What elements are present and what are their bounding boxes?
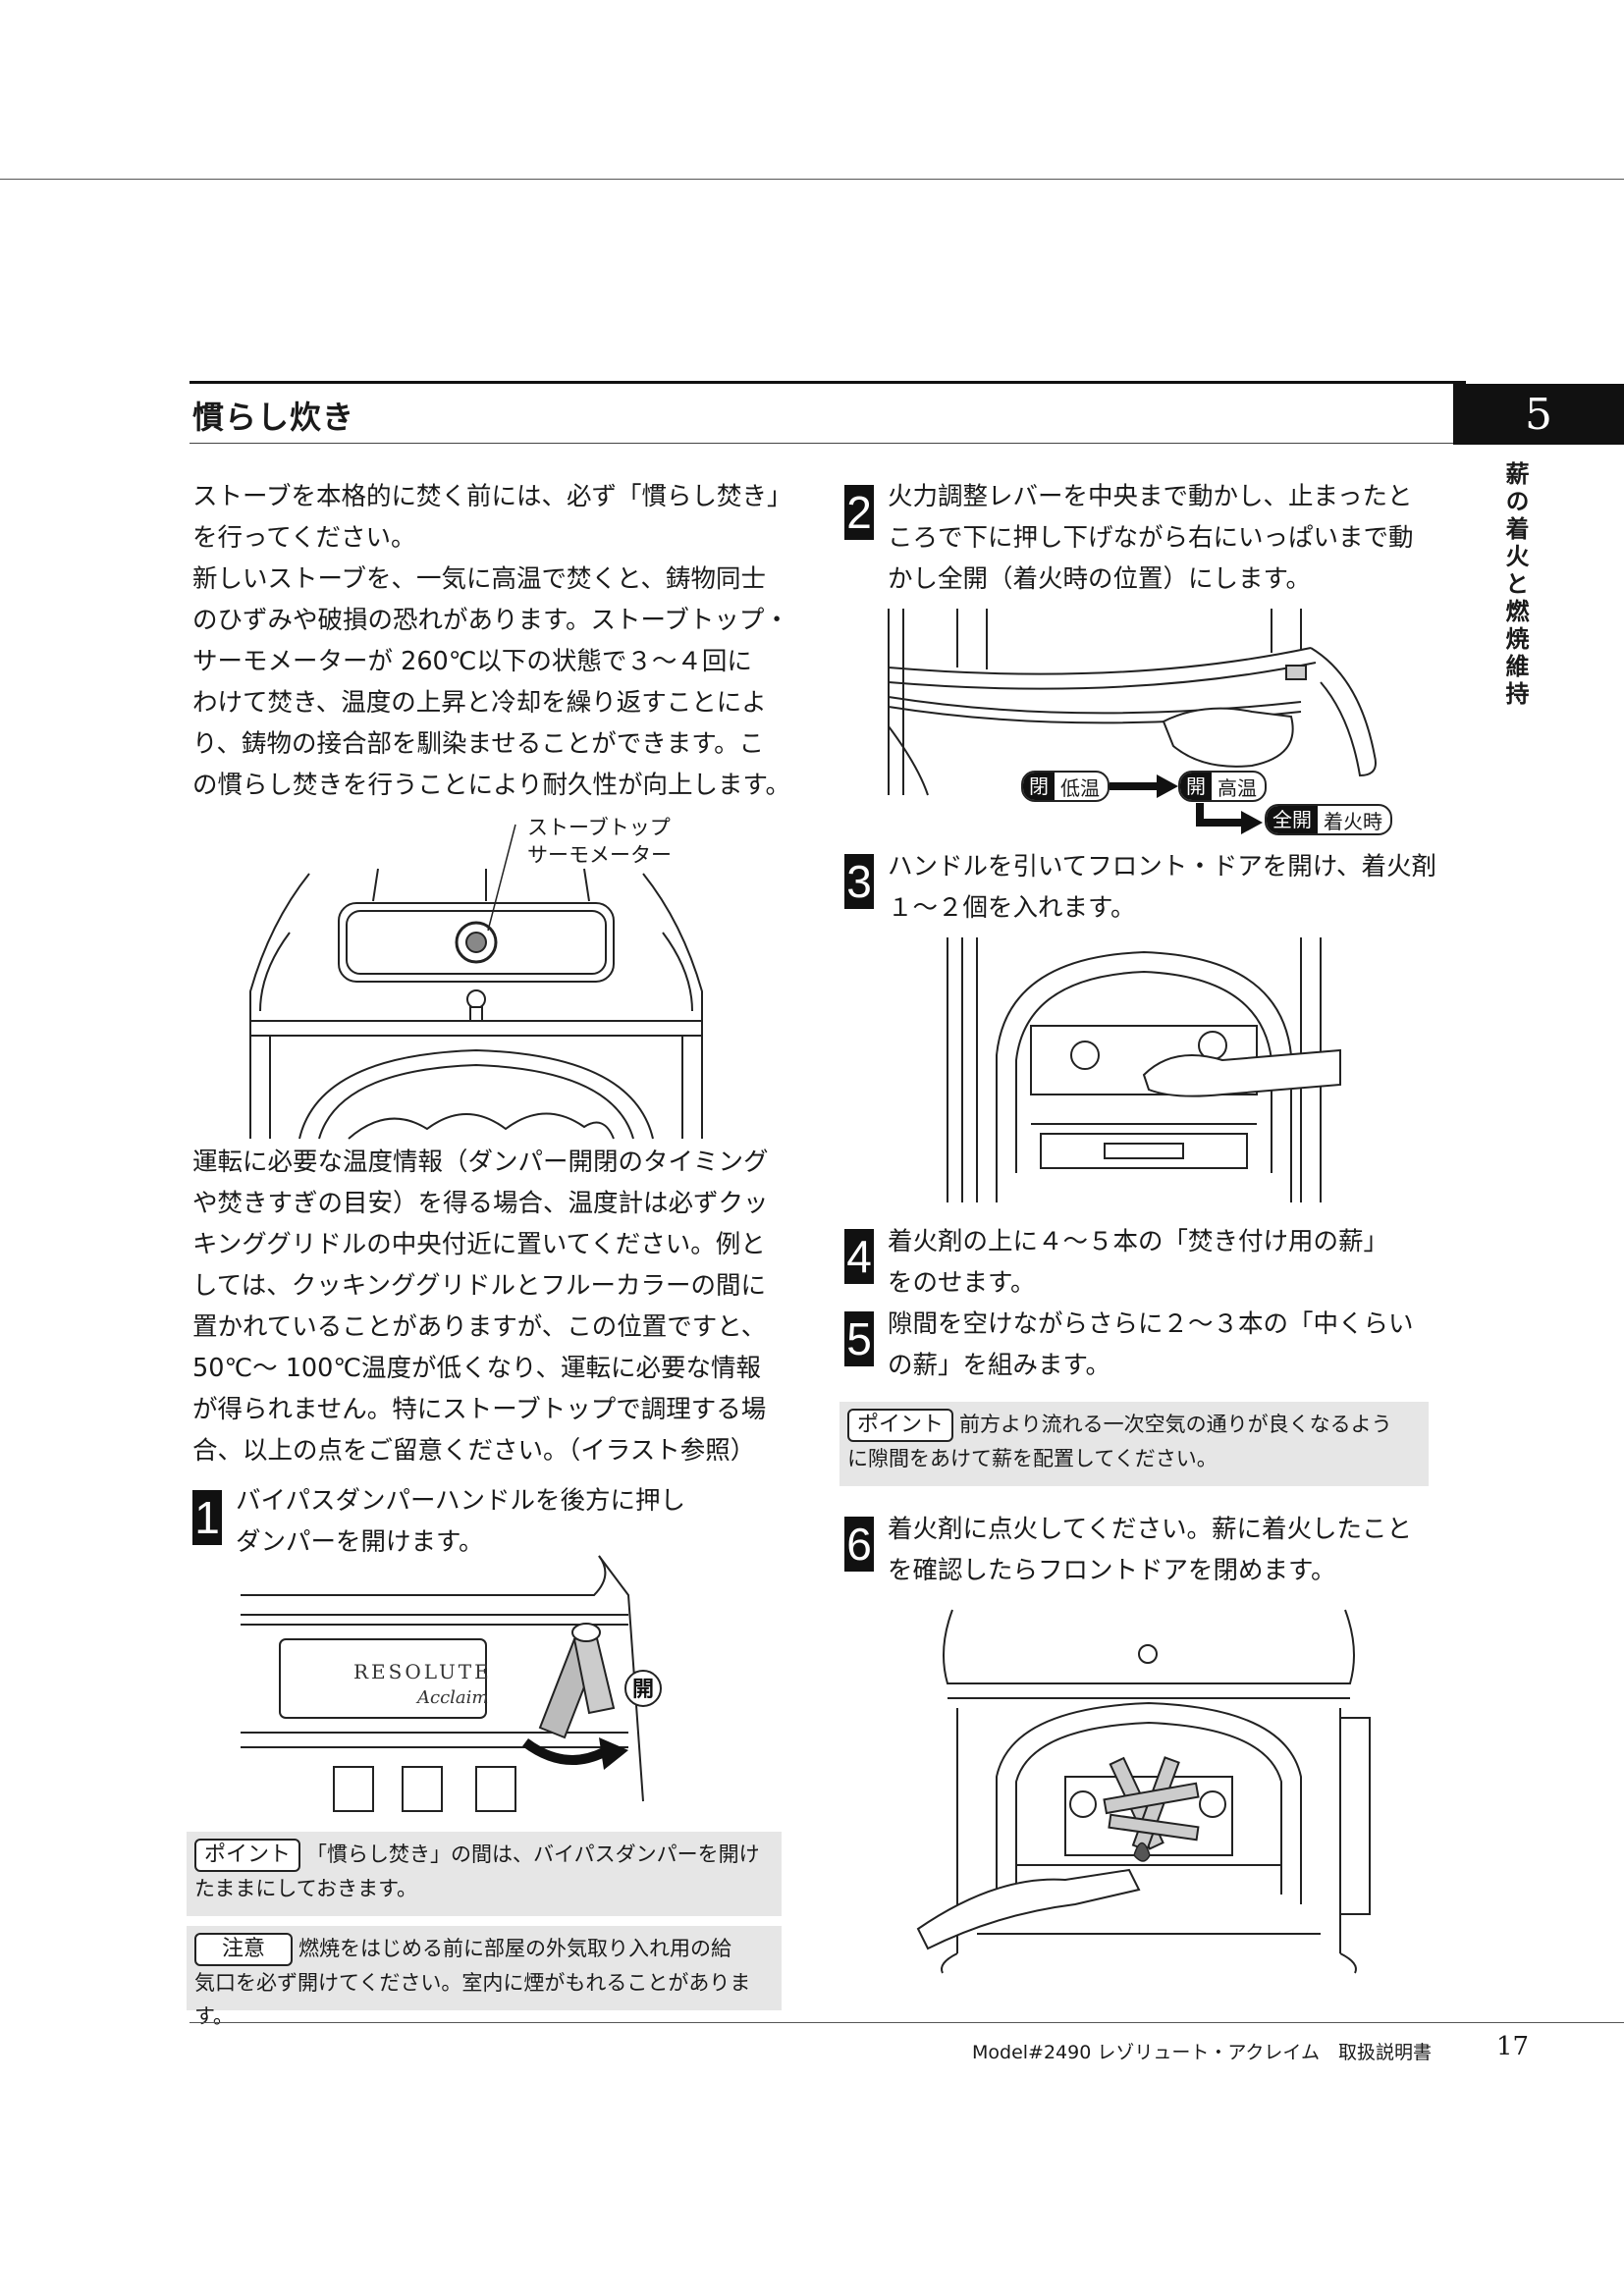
footer-rule	[189, 2022, 1624, 2023]
open-arrow	[522, 1737, 607, 1765]
step-3-text: ハンドルを引いてフロント・ドアを開け、着火剤 １～２個を入れます。	[888, 846, 1436, 929]
caution-tag: 注意	[194, 1933, 294, 1966]
point1-line1: 「慣らし焚き」の間は、バイパスダンパーを開け	[306, 1842, 760, 1866]
brand-acclaim: Acclaim	[415, 1687, 488, 1708]
note-line: 50℃～ 100℃温度が低くなり、運転に必要な情報	[192, 1354, 761, 1383]
step-number-6: 6	[844, 1517, 874, 1572]
intro-line: の慣らし焚きを行うことにより耐久性が向上します。	[192, 771, 790, 800]
damper-handle	[538, 1623, 616, 1739]
intro-line: ストーブを本格的に焚く前には、必ず「慣らし焚き」	[192, 482, 792, 511]
step-2-line: 火力調整レバーを中央まで動かし、止まったと	[888, 482, 1413, 511]
step-number-3: 3	[844, 854, 874, 909]
point1-line2: たままにしておきます。	[194, 1877, 418, 1900]
open-label: 開	[632, 1678, 654, 1702]
hand-icon	[1142, 1048, 1341, 1097]
lever-position-row: 閉低温 開高温	[1021, 771, 1267, 802]
intro-line: を行ってください。	[192, 523, 416, 553]
caution-line1: 燃焼をはじめる前に部屋の外気取り入れ用の給	[298, 1937, 732, 1960]
step-2-text: 火力調整レバーを中央まで動かし、止まったと ころで下に押し下げながら右にいっぱい…	[888, 476, 1414, 600]
lit-stove-illustration	[916, 1609, 1371, 1974]
caution-line2: 気口を必ず開けてください。室内に煙がもれることがあります。	[194, 1971, 751, 2028]
note-line: や焚きすぎの目安）を得る場合、温度計は必ずクッ	[192, 1189, 769, 1218]
lever-knob	[1285, 665, 1307, 680]
point2-line1: 前方より流れる一次空気の通りが良くなるよう	[959, 1413, 1392, 1436]
chapter-number-badge: 5	[1453, 384, 1624, 445]
note-line: が得られません。特にストーブトップで調理する場	[192, 1395, 767, 1424]
step-5-line: の薪」を組みます。	[888, 1351, 1110, 1380]
step-5-text: 隙間を空けながらさらに２～３本の「中くらい の薪」を組みます。	[888, 1304, 1414, 1386]
intro-line: のひずみや破損の恐れがあります。ストーブトップ・	[192, 606, 789, 635]
step-1-text: バイパスダンパーハンドルを後方に押し ダンパーを開けます。	[236, 1480, 685, 1563]
step-3-line: ハンドルを引いてフロント・ドアを開け、着火剤	[888, 852, 1436, 881]
hand-icon	[1162, 707, 1294, 768]
temperature-note-paragraph: 運転に必要な温度情報（ダンパー開閉のタイミング や焚きすぎの目安）を得る場合、温…	[192, 1142, 791, 1471]
point-box-1: ポイント「慣らし焚き」の間は、バイパスダンパーを開け たままにしておきます。	[187, 1832, 782, 1916]
hand-icon	[916, 1868, 1141, 1950]
step-4-line: をのせます。	[888, 1268, 1036, 1298]
step-number-1: 1	[192, 1490, 222, 1545]
intro-line: 新しいストーブを、一気に高温で焚くと、鋳物同士	[192, 564, 766, 594]
note-line: 置かれていることがありますが、この位置ですと、	[192, 1312, 767, 1342]
note-line: 合、以上の点をご留意ください。（イラスト参照）	[192, 1436, 756, 1466]
header-rule-top	[189, 381, 1466, 384]
header-rule-bottom	[189, 443, 1466, 444]
thermometer-leader-line	[487, 824, 516, 932]
intro-line: サーモメーターが 260℃以下の状態で３～４回に	[192, 647, 752, 676]
thermometer-label-line1: ストーブトップ	[527, 816, 671, 839]
thermometer-label: ストーブトップ サーモメーター	[527, 814, 672, 869]
step-5-line: 隙間を空けながらさらに２～３本の「中くらい	[888, 1309, 1414, 1339]
intro-line: わけて焚き、温度の上昇と冷却を繰り返すことによ	[192, 688, 767, 718]
full-key: 全開	[1267, 806, 1318, 833]
footer-model-text: Model#2490 レゾリュート・アクレイム 取扱説明書	[972, 2042, 1433, 2063]
page-number: 17	[1496, 2032, 1530, 2061]
firebox-starter-illustration	[947, 937, 1341, 1202]
lever-closed-tag: 閉低温	[1021, 771, 1110, 802]
step-3-line: １～２個を入れます。	[888, 893, 1136, 923]
open-key: 開	[1180, 773, 1212, 800]
bypass-damper-illustration: RESOLUTE Acclaim 開	[241, 1555, 662, 1812]
open-label-circle	[624, 1670, 662, 1707]
point2-line2: に隙間をあけて薪を配置してください。	[847, 1447, 1218, 1470]
step-2-line: かし全開（着火時の位置）にします。	[888, 564, 1311, 594]
step-6-text: 着火剤に点火してください。薪に着火したこと を確認したらフロントドアを閉めます。	[888, 1509, 1412, 1591]
brand-resolute: RESOLUTE	[353, 1660, 492, 1683]
step-2-line: ころで下に押し下げながら右にいっぱいまで動	[888, 523, 1414, 553]
lever-open-tag: 開高温	[1178, 771, 1267, 802]
step-4-text: 着火剤の上に４～５本の「焚き付け用の薪」 をのせます。	[888, 1221, 1388, 1304]
note-line: 運転に必要な温度情報（ダンパー開閉のタイミング	[192, 1148, 769, 1177]
point-tag: ポイント	[847, 1409, 954, 1442]
point-box-2: ポイント前方より流れる一次空気の通りが良くなるよう に隙間をあけて薪を配置してく…	[839, 1402, 1429, 1486]
step-number-5: 5	[844, 1311, 874, 1366]
section-title: 慣らし炊き	[192, 399, 355, 436]
arrow-right-icon	[1110, 774, 1178, 798]
lever-full-tag: 全開着火時	[1265, 804, 1392, 835]
step-number-2: 2	[844, 485, 874, 540]
point-tag: ポイント	[194, 1839, 301, 1872]
firewood-stack	[1103, 1756, 1200, 1852]
full-text: 着火時	[1324, 809, 1382, 833]
intro-paragraph: ストーブを本格的に焚く前には、必ず「慣らし焚き」 を行ってください。 新しいスト…	[192, 476, 791, 806]
control-lever-illustration	[888, 609, 1377, 796]
step-number-4: 4	[844, 1229, 874, 1284]
open-text: 高温	[1218, 775, 1257, 800]
step-4-line: 着火剤の上に４～５本の「焚き付け用の薪」	[888, 1227, 1389, 1256]
stove-top-illustration	[249, 824, 703, 1140]
thermometer-label-line2: サーモメーター	[527, 843, 672, 867]
note-line: キンググリドルの中央付近に置いてください。例と	[192, 1230, 766, 1259]
closed-key: 閉	[1023, 773, 1055, 800]
arrow-bent-icon	[1196, 803, 1263, 834]
step-1-line: ダンパーを開けます。	[236, 1527, 484, 1557]
step-6-line: を確認したらフロントドアを閉めます。	[888, 1556, 1336, 1585]
top-rule	[0, 179, 1624, 180]
note-line: しては、クッキンググリドルとフルーカラーの間に	[192, 1271, 766, 1301]
intro-line: り、鋳物の接合部を馴染ませることができます。こ	[192, 729, 765, 759]
step-6-line: 着火剤に点火してください。薪に着火したこと	[888, 1515, 1412, 1544]
step-1-line: バイパスダンパーハンドルを後方に押し	[236, 1486, 685, 1516]
lever-full-row: 全開着火時	[1196, 803, 1392, 836]
chapter-vertical-title: 薪の着火と燃焼維持	[1501, 461, 1530, 709]
closed-text: 低温	[1060, 775, 1100, 800]
flame-icon	[1133, 1842, 1151, 1862]
caution-box: 注意燃焼をはじめる前に部屋の外気取り入れ用の給 気口を必ず開けてください。室内に…	[187, 1926, 782, 2028]
